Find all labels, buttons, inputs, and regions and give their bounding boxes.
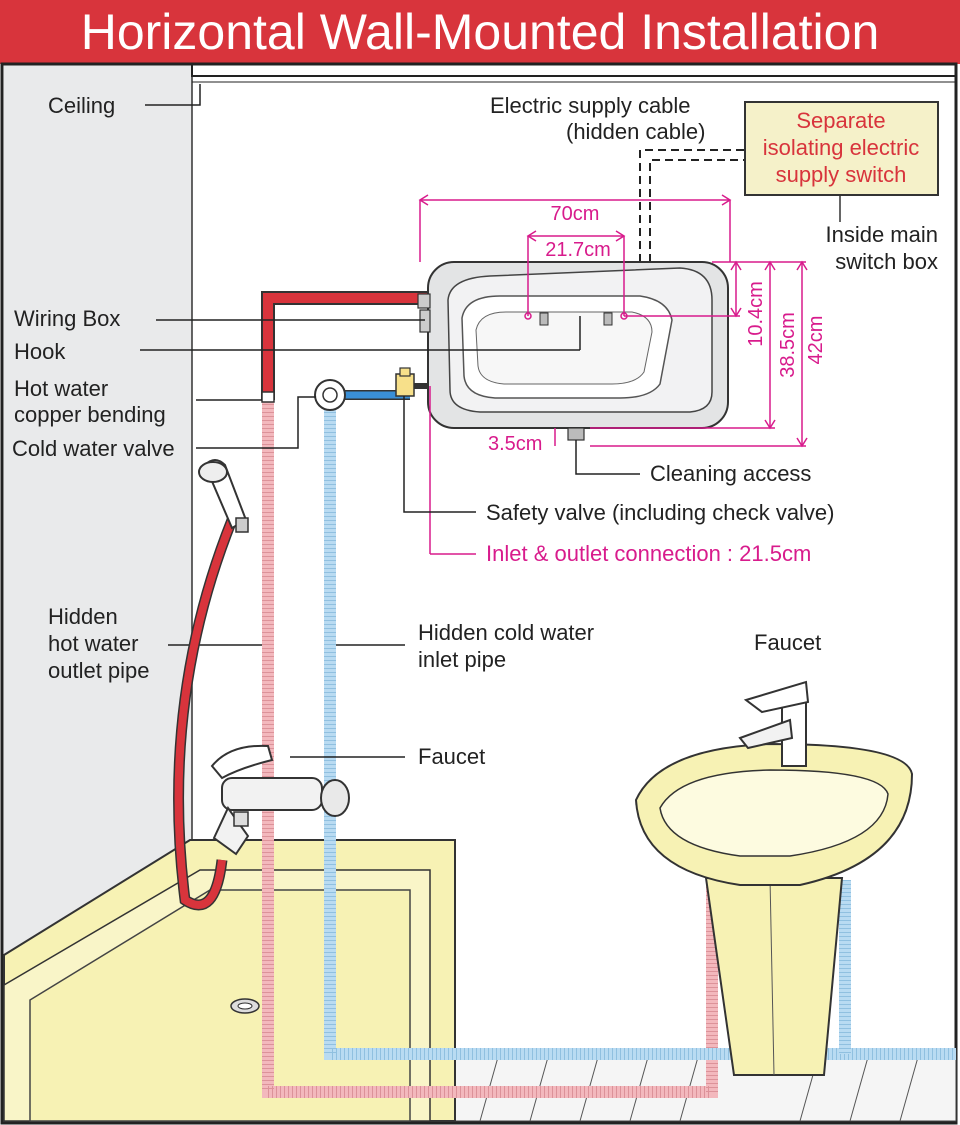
sink xyxy=(634,742,914,1076)
sink-faucet-icon xyxy=(738,680,810,767)
label-wiring-box: Wiring Box xyxy=(14,306,120,331)
label-cleaning-access: Cleaning access xyxy=(650,461,811,486)
safety-valve-icon xyxy=(395,373,415,397)
wall-faucet-icon xyxy=(210,744,350,856)
label-hidden-cold-1: Hidden cold water xyxy=(418,620,594,645)
label-faucet-sink: Faucet xyxy=(754,630,821,655)
dim-width-hooks: 21.7cm xyxy=(545,239,611,261)
label-cold-valve: Cold water valve xyxy=(12,436,175,461)
label-switch-line1: Separate xyxy=(796,108,885,133)
label-ceiling: Ceiling xyxy=(48,93,115,118)
shower-hose xyxy=(174,518,236,909)
water-heater xyxy=(417,261,729,441)
electric-cable xyxy=(649,159,745,262)
isolating-switch-box xyxy=(744,101,939,196)
dim-height-hook: 10.4cm xyxy=(745,281,767,347)
wiring-box-icon xyxy=(417,293,431,309)
label-hidden-hot-2: hot water xyxy=(48,631,139,656)
label-safety-valve: Safety valve (including check valve) xyxy=(486,500,835,525)
label-switch-line3: supply switch xyxy=(776,162,907,187)
dim-width-total: 70cm xyxy=(551,203,600,225)
hot-copper-bending xyxy=(263,293,430,400)
label-hidden-hot-3: outlet pipe xyxy=(48,658,150,683)
label-electric-cable-hidden: (hidden cable) xyxy=(566,119,705,144)
dim-height-total: 42cm xyxy=(805,316,827,365)
label-switch-line2: isolating electric xyxy=(763,135,920,160)
cleaning-access-icon xyxy=(567,427,585,441)
dim-bottom-gap: 3.5cm xyxy=(488,433,542,455)
page-title: Horizontal Wall-Mounted Installation xyxy=(0,0,960,64)
label-hidden-cold-2: inlet pipe xyxy=(418,647,506,672)
dimension-lines xyxy=(418,194,808,555)
label-copper-bending: copper bending xyxy=(14,402,166,427)
label-hidden-hot-1: Hidden xyxy=(48,604,118,629)
label-inlet-outlet: Inlet & outlet connection : 21.5cm xyxy=(486,541,811,566)
leader-lines xyxy=(140,84,640,758)
label-hook: Hook xyxy=(14,339,66,364)
shower-head-icon xyxy=(198,459,249,533)
ceiling-beam xyxy=(191,63,957,77)
label-hot-water: Hot water xyxy=(14,376,108,401)
frame-border xyxy=(0,62,958,1125)
dim-height-body: 38.5cm xyxy=(777,312,799,378)
label-inside-main: Inside main xyxy=(825,222,938,247)
label-faucet-shower: Faucet xyxy=(418,744,485,769)
label-electric-cable: Electric supply cable xyxy=(490,93,691,118)
label-switch-box: switch box xyxy=(835,249,938,274)
